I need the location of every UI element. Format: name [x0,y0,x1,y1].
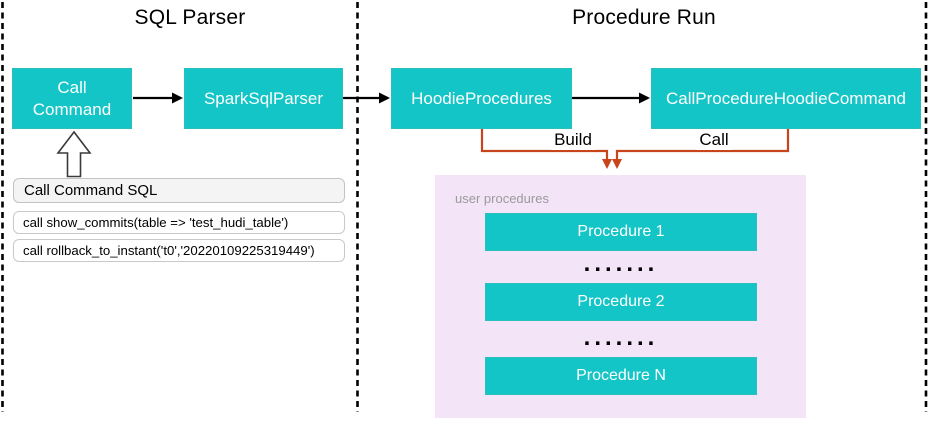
node-procedure-n-label: Procedure N [576,367,666,384]
section-title-sql-parser: SQL Parser [134,6,246,29]
sql-box-header: Call Command SQL [13,178,345,203]
node-procedure-1: Procedure 1 [485,213,757,251]
user-procedures-label: user procedures [455,191,549,206]
node-call-procedure-hoodie-command: CallProcedureHoodieCommand [651,68,921,129]
node-call-procedure-hoodie-command-label: CallProcedureHoodieCommand [665,88,906,108]
node-spark-sql-parser-label: SparkSqlParser [203,88,324,108]
node-spark-sql-parser: SparkSqlParser [184,68,343,129]
sql-box-row: call show_commits(table => 'test_hudi_ta… [13,211,345,234]
edge-label-build: Build [551,130,595,150]
node-hoodie-procedures-label: HoodieProcedures [411,88,552,108]
sql-box-row: call rollback_to_instant('t0','202201092… [13,239,345,262]
node-procedure-n: Procedure N [485,357,757,395]
build-call-connectors [480,129,790,169]
node-call-command-label: Call Command [32,78,112,119]
node-procedure-2-label: Procedure 2 [577,293,665,310]
node-hoodie-procedures: HoodieProcedures [391,68,572,129]
section-title-procedure-run: Procedure Run [572,6,716,29]
node-procedure-2: Procedure 2 [485,283,757,321]
node-call-command: Call Command [12,68,132,129]
ellipsis-dots: ....... [583,259,659,277]
user-procedures-panel: user procedures Procedure 1 ....... Proc… [435,175,806,418]
edge-label-call: Call [696,130,732,150]
node-procedure-1-label: Procedure 1 [577,223,665,240]
ellipsis-dots: ....... [583,333,659,351]
hollow-up-arrow [56,130,92,178]
